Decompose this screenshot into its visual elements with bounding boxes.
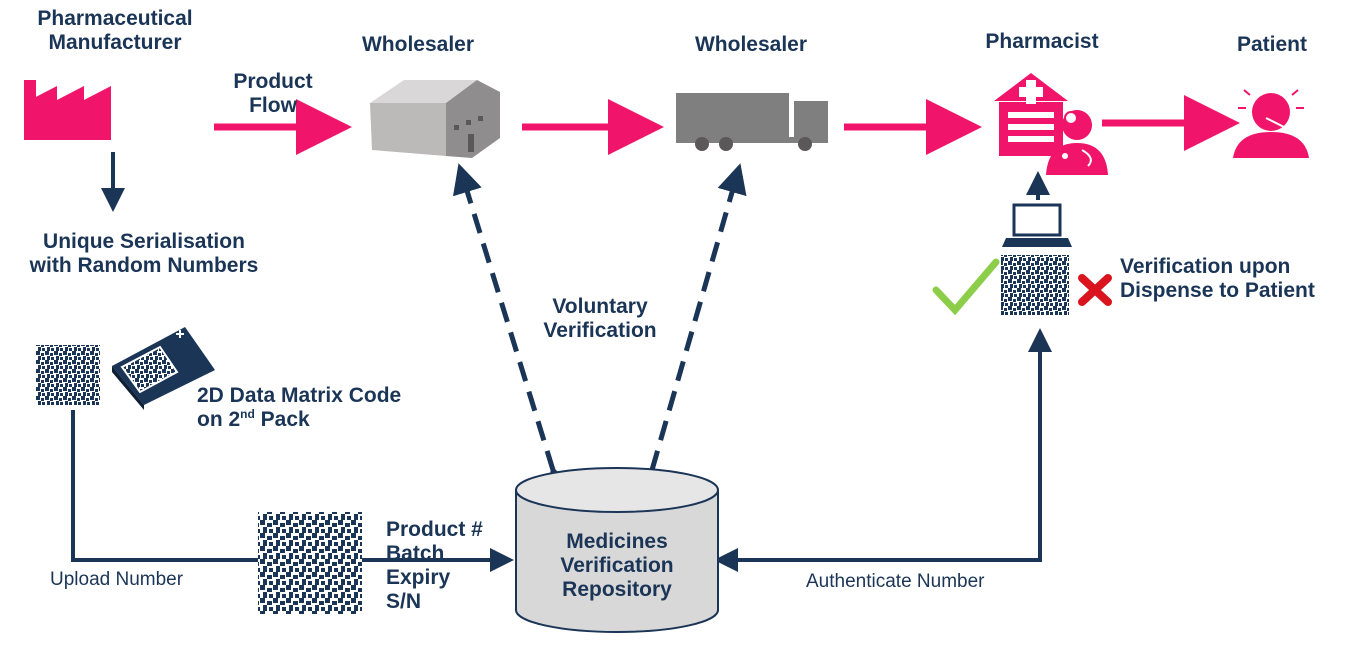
database-icon <box>515 467 719 633</box>
data-matrix-icon <box>36 345 100 405</box>
wholesaler-1-label: Wholesaler <box>361 33 475 56</box>
manufacturer-label-line1: Pharmaceutical <box>37 7 193 30</box>
field-serial: S/N <box>386 590 422 613</box>
field-expiry: Expiry <box>386 566 451 589</box>
data-matrix-line2: on 2nd Pack <box>197 408 401 432</box>
authenticate-line <box>714 333 1042 572</box>
field-batch: Batch <box>386 542 445 565</box>
data-matrix-label: 2D Data Matrix Code on 2nd Pack <box>197 384 401 432</box>
pharmacist-label: Pharmacist <box>985 30 1099 53</box>
verification-dispense-line2: Dispense to Patient <box>1120 279 1315 302</box>
data-matrix-line2-sup: nd <box>240 407 255 421</box>
verification-dispense-line1: Verification upon <box>1120 255 1291 278</box>
voluntary-verification-label: Voluntary Verification <box>530 295 670 343</box>
navy-connectors <box>71 152 1052 572</box>
upload-line <box>71 410 258 562</box>
field-product: Product # <box>386 518 483 541</box>
doctor-icon <box>1046 110 1108 175</box>
pharmacy-icon <box>994 73 1068 156</box>
wholesaler-2-label: Wholesaler <box>694 33 808 56</box>
serialisation-line2: with Random Numbers <box>29 254 259 277</box>
product-flow-line1: Product <box>233 70 313 93</box>
data-matrix-line1: 2D Data Matrix Code <box>197 384 402 407</box>
truck-icon <box>676 93 828 151</box>
product-flow-arrows <box>214 95 1240 155</box>
authenticate-number-label: Authenticate Number <box>806 571 985 592</box>
medicine-box-icon <box>112 327 215 410</box>
laptop-icon <box>1002 203 1072 247</box>
patient-icon <box>1233 89 1309 158</box>
repository-line2: Verification <box>560 554 674 577</box>
voluntary-verification-line1: Voluntary <box>552 295 648 318</box>
checkmark-icon <box>932 258 1000 316</box>
data-matrix-line2-prefix: on 2 <box>197 408 241 431</box>
repository-line1: Medicines <box>566 530 668 553</box>
patient-label: Patient <box>1236 33 1307 56</box>
data-matrix-icon <box>1001 255 1069 315</box>
repository-line3: Repository <box>562 578 672 601</box>
upload-number-label: Upload Number <box>50 569 184 590</box>
cross-icon <box>1078 274 1112 306</box>
serialisation-label: Unique Serialisation with Random Numbers <box>14 230 274 278</box>
manufacturer-label: Pharmaceutical Manufacturer <box>20 7 210 55</box>
manufacturer-label-line2: Manufacturer <box>48 31 182 54</box>
product-flow-label: Product Flow <box>218 70 328 118</box>
voluntary-verification-arrows <box>453 163 747 499</box>
data-matrix-icon <box>258 512 362 614</box>
data-matrix-line2-suffix: Pack <box>254 408 310 431</box>
dashed-arrow-to-wholesaler-1 <box>453 163 575 499</box>
product-flow-line2: Flow <box>249 94 297 117</box>
factory-icon <box>24 80 111 140</box>
verification-dispense-label: Verification upon Dispense to Patient <box>1120 255 1315 303</box>
voluntary-verification-line2: Verification <box>543 319 657 342</box>
serialisation-line1: Unique Serialisation <box>43 230 245 253</box>
repository-label: Medicines Verification Repository <box>527 530 707 602</box>
warehouse-icon <box>370 80 500 158</box>
pack-fields: Product # Batch Expiry S/N <box>386 518 486 614</box>
dashed-arrow-to-wholesaler-2 <box>630 163 747 499</box>
